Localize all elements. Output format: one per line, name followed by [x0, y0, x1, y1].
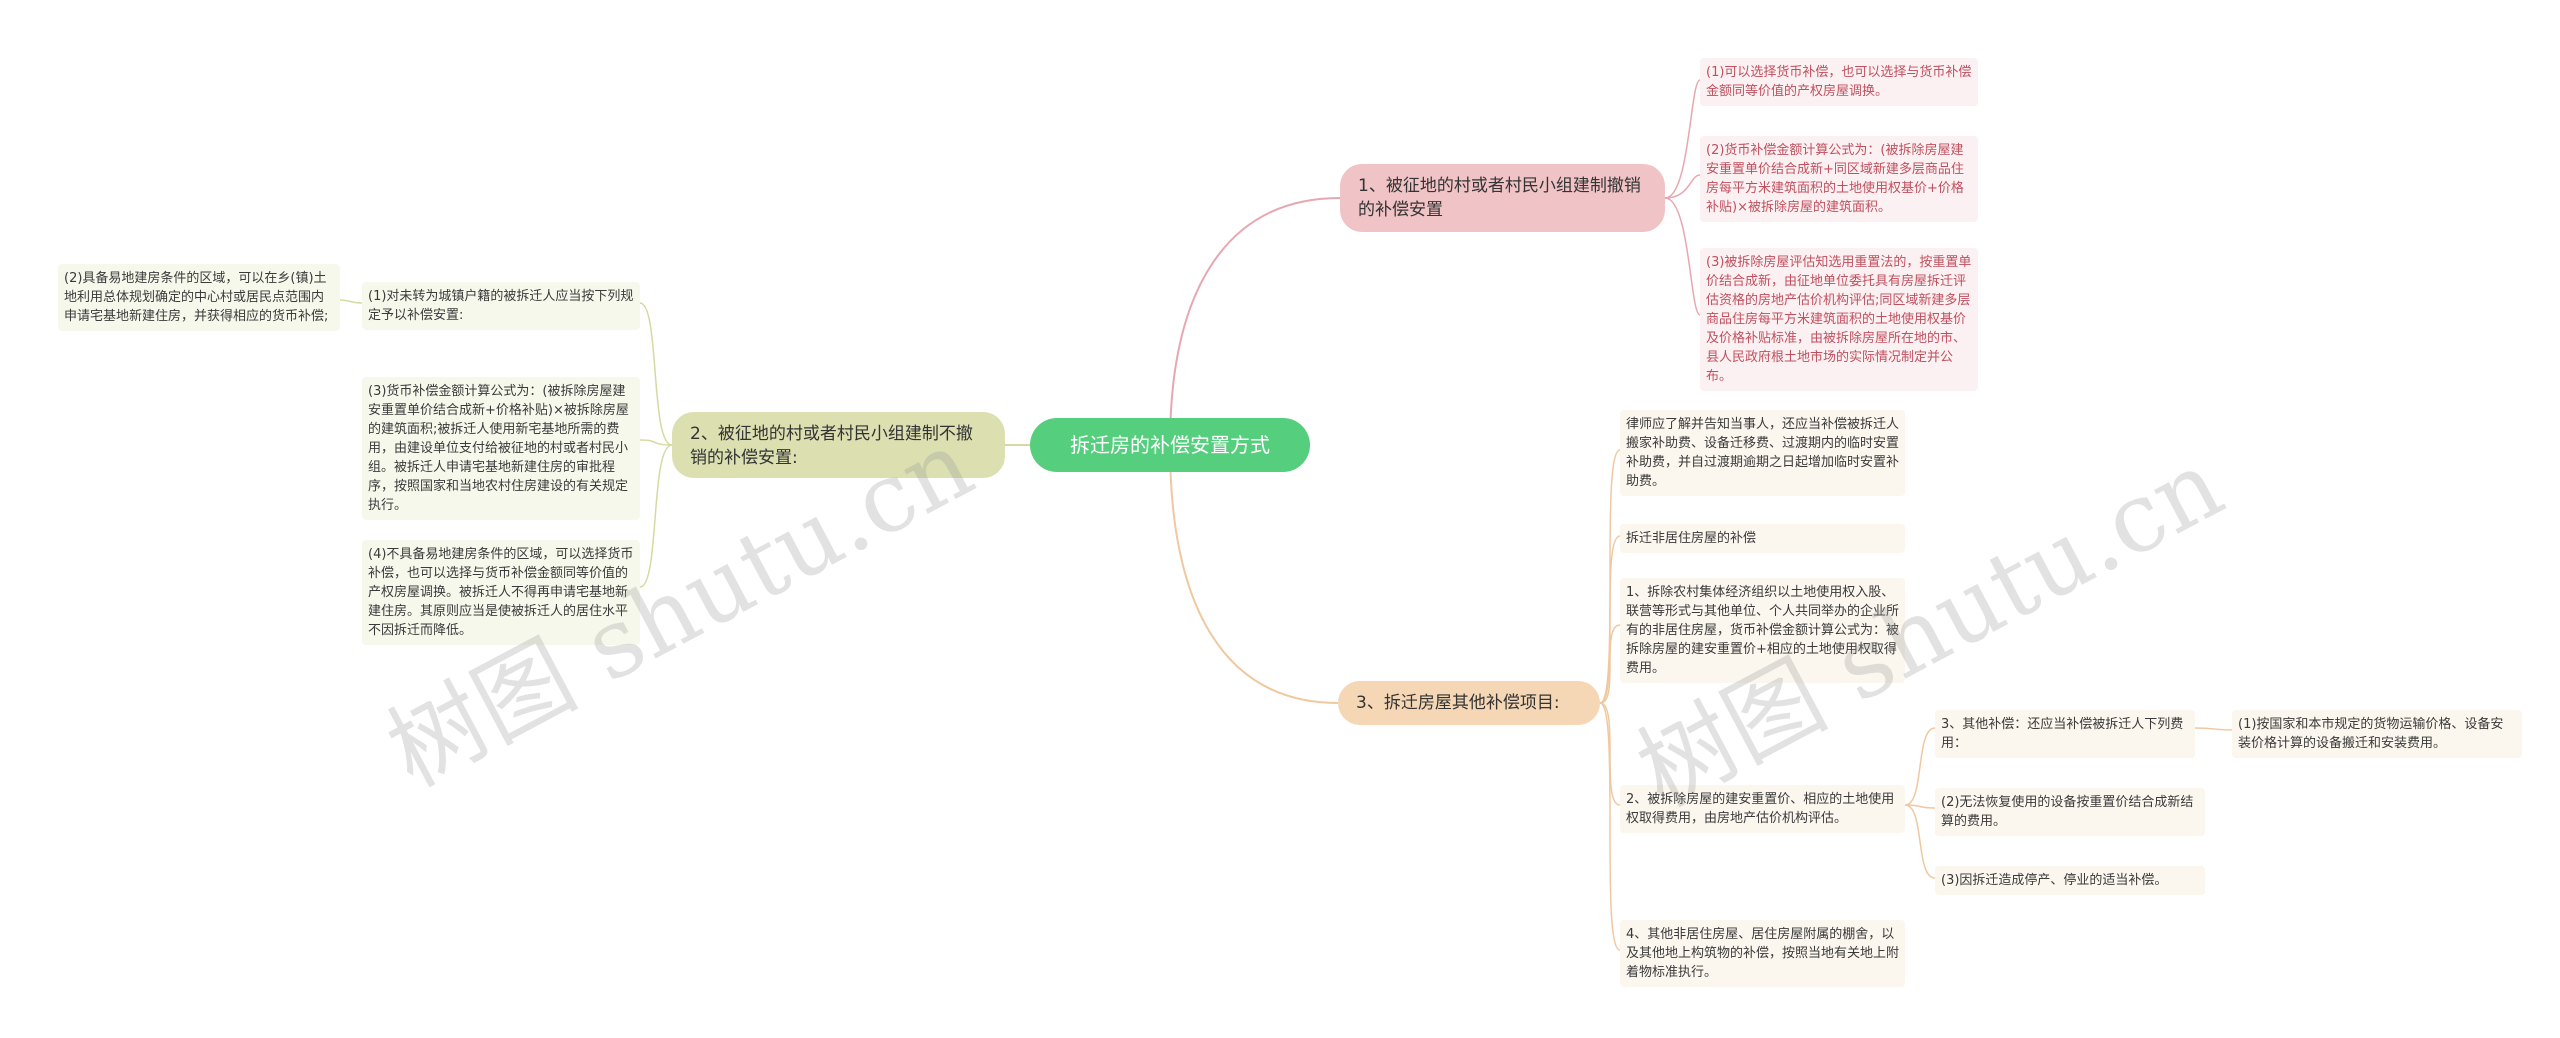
b1-leaf-2[interactable]: (2)货币补偿金额计算公式为：(被拆除房屋建安重置单价结合成新+同区域新建多层商… — [1700, 136, 1978, 222]
b2-leaf-2[interactable]: (3)货币补偿金额计算公式为：(被拆除房屋建安重置单价结合成新+价格补贴)×被拆… — [362, 377, 640, 520]
b2-leaf-1[interactable]: (1)对未转为城镇户籍的被拆迁人应当按下列规定予以补偿安置: — [362, 282, 640, 330]
b1-leaf-1[interactable]: (1)可以选择货币补偿，也可以选择与货币补偿金额同等价值的产权房屋调换。 — [1700, 58, 1978, 106]
b2-leaf-3[interactable]: (4)不具备易地建房条件的区域，可以选择货币补偿，也可以选择与货币补偿金额同等价… — [362, 540, 640, 645]
b3-leaf-4[interactable]: 2、被拆除房屋的建安重置价、相应的土地使用权取得费用，由房地产估价机构评估。 — [1620, 785, 1905, 833]
branch-2-node[interactable]: 2、被征地的村或者村民小组建制不撤销的补偿安置: — [672, 412, 1005, 478]
root-node[interactable]: 拆迁房的补偿安置方式 — [1030, 418, 1310, 472]
b3-leaf-1[interactable]: 律师应了解并告知当事人，还应当补偿被拆迁人搬家补助费、设备迁移费、过渡期内的临时… — [1620, 410, 1905, 496]
branch-1-node[interactable]: 1、被征地的村或者村民小组建制撤销的补偿安置 — [1340, 164, 1665, 232]
b3-sub-leaf-3[interactable]: (3)因拆迁造成停产、停业的适当补偿。 — [1935, 866, 2205, 895]
branch-3-node[interactable]: 3、拆迁房屋其他补偿项目: — [1338, 681, 1600, 725]
b3-leaf-2[interactable]: 拆迁非居住房屋的补偿 — [1620, 524, 1905, 553]
b3-sub-leaf-2[interactable]: (2)无法恢复使用的设备按重置价结合成新结算的费用。 — [1935, 788, 2205, 836]
b3-sub-leaf-1[interactable]: (1)按国家和本市规定的货物运输价格、设备安装价格计算的设备搬迁和安装费用。 — [2232, 710, 2522, 758]
link-root-b1 — [1169, 197, 1341, 446]
link-root-b3 — [1169, 444, 1339, 704]
b2-grandchild[interactable]: (2)具备易地建房条件的区域，可以在乡(镇)土地利用总体规划确定的中心村或居民点… — [58, 264, 340, 331]
b3-leaf-5[interactable]: 4、其他非居住房屋、居住房屋附属的棚舍，以及其他地上构筑物的补偿，按照当地有关地… — [1620, 920, 1905, 987]
b1-leaf-3[interactable]: (3)被拆除房屋评估知选用重置法的，按重置单价结合成新，由征地单位委托具有房屋拆… — [1700, 248, 1978, 391]
b3-leaf-3[interactable]: 1、拆除农村集体经济组织以土地使用权入股、联营等形式与其他单位、个人共同举办的企… — [1620, 578, 1905, 683]
b3-sub-node[interactable]: 3、其他补偿：还应当补偿被拆迁人下列费用： — [1935, 710, 2195, 758]
